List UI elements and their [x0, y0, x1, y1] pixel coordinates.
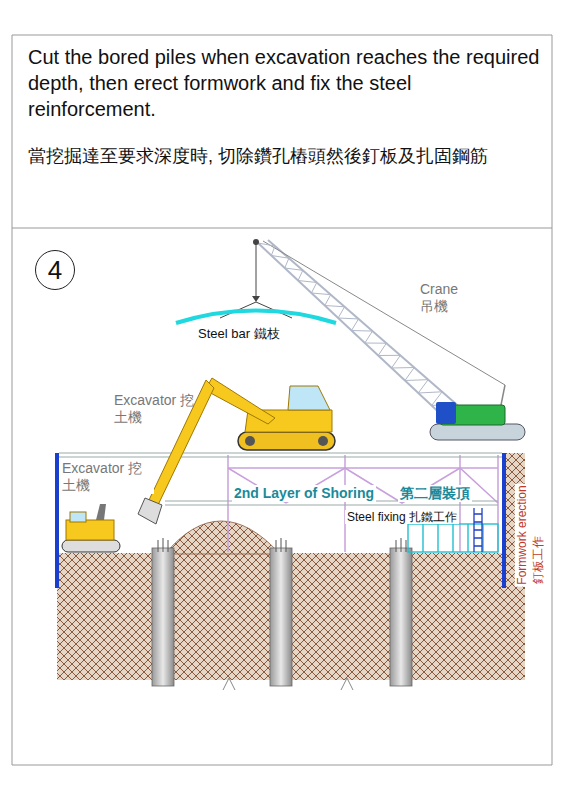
part-label: Excavator 挖土機	[60, 460, 154, 494]
boom-lattice	[365, 343, 387, 356]
callout-number: 4	[48, 255, 62, 286]
part-label: Steel fixing 扎鐵工作	[345, 510, 459, 524]
boom-lattice	[311, 293, 330, 306]
frame	[12, 35, 552, 765]
ladder	[474, 508, 482, 552]
part-label: 第二層裝頂	[398, 485, 472, 502]
boom-lattice	[338, 318, 358, 331]
boom-lattice	[285, 268, 303, 281]
diaphragm-wall	[502, 453, 506, 588]
shoring	[228, 455, 498, 552]
deck	[59, 453, 502, 505]
boom-lattice	[378, 355, 400, 368]
step-number-circle: 4	[35, 250, 75, 290]
boom-lattice	[271, 256, 289, 269]
part-label: 吊機	[420, 298, 448, 315]
boom-lattice	[352, 331, 373, 344]
heading-chinese: 當挖掘達至要求深度時, 切除鑽孔樁頭然後釘板及扎固鋼筋	[28, 146, 543, 168]
bored-piles	[152, 538, 412, 690]
boom-lattice	[405, 380, 428, 393]
part-label: Formwork erection	[515, 483, 529, 586]
heading: Cut the bored piles when excavation reac…	[28, 44, 543, 122]
part-label: Excavator 挖土機	[114, 392, 204, 426]
boom-lattice	[298, 281, 317, 294]
crane	[176, 239, 525, 440]
part-label: 釘板工作	[531, 534, 545, 586]
soil-mound	[165, 521, 280, 554]
boom-lattice	[258, 243, 275, 256]
boom-lattice	[392, 368, 415, 381]
boom-lattice	[325, 306, 345, 319]
excavator	[62, 504, 120, 552]
diaphragm-wall	[55, 453, 59, 588]
part-label: Steel bar 鐵枝	[198, 326, 280, 342]
rebar-cage	[408, 524, 498, 552]
part-label: Crane	[420, 281, 458, 298]
part-label: 2nd Layer of Shoring	[232, 485, 376, 502]
